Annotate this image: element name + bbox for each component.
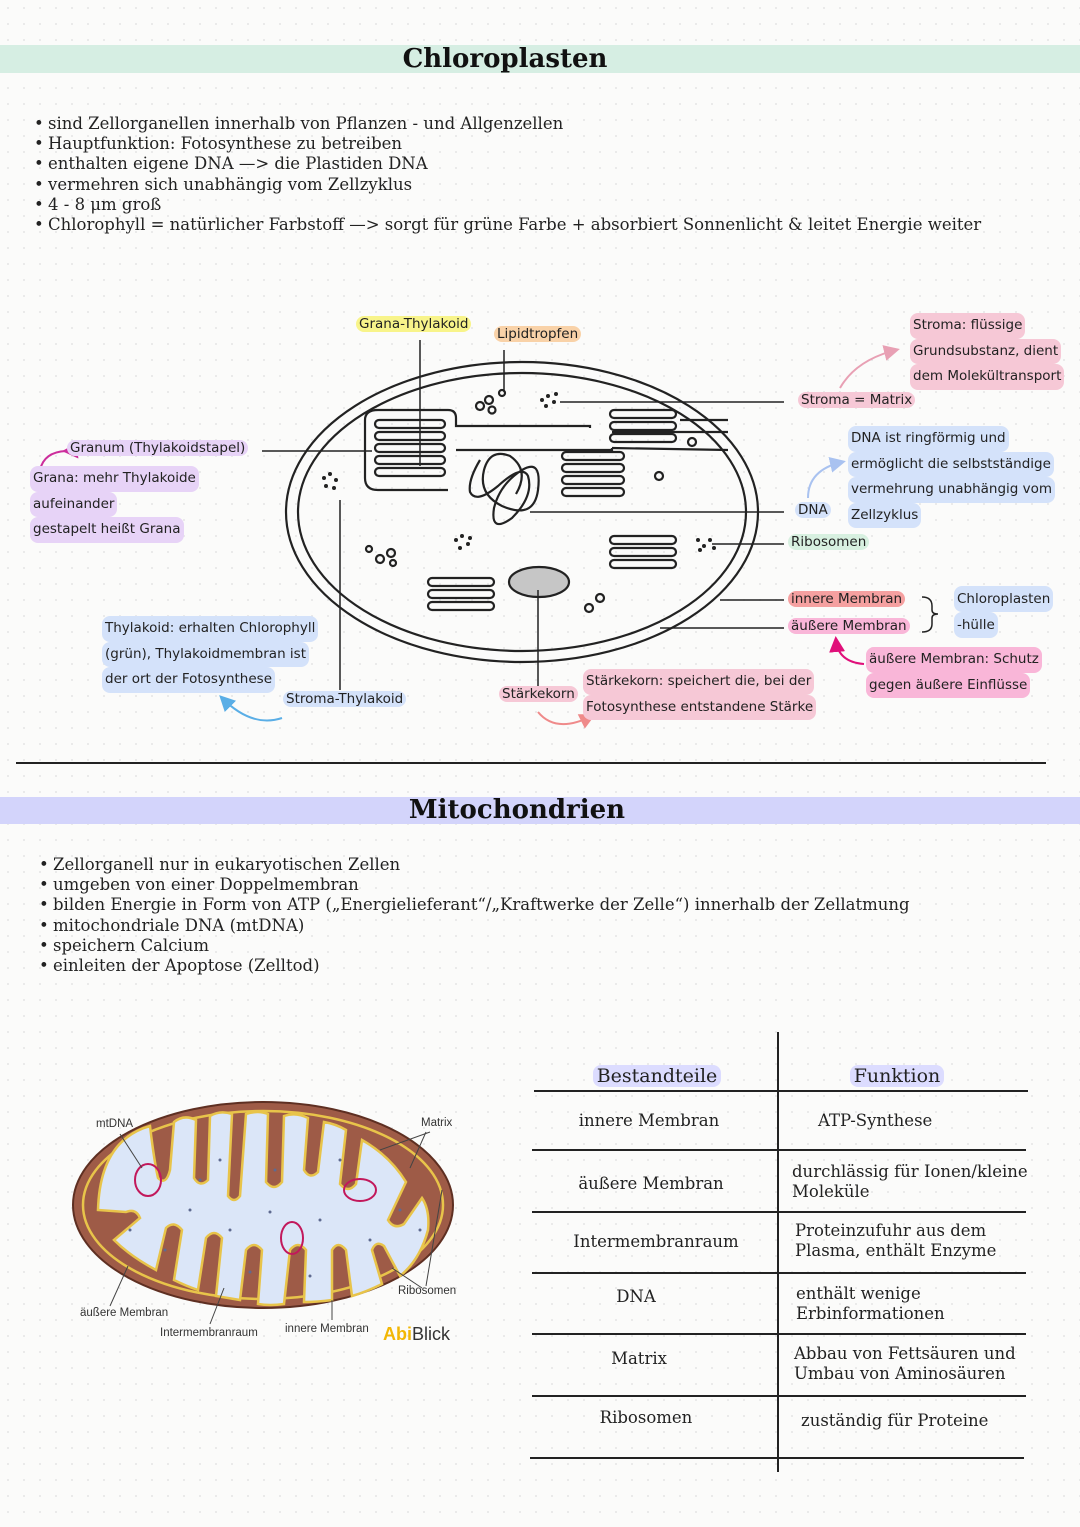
- label-lipidtropfen: Lipidtropfen: [494, 326, 582, 342]
- table-cell: Matrix: [611, 1349, 667, 1368]
- label-innere-membran-mito: innere Membran: [285, 1323, 369, 1335]
- label-aeussere-membran-mito: äußere Membran: [80, 1307, 169, 1319]
- granum-stack-1: [373, 418, 447, 478]
- label-grana-thylakoid: Grana-Thylakoid: [356, 316, 472, 332]
- granum-stack-2: [608, 408, 678, 444]
- label-stroma-matrix: Stroma = Matrix: [798, 392, 916, 408]
- table-cell: Abbau von Fettsäuren und Umbau von Amino…: [794, 1344, 1016, 1383]
- label-ribosomen: Ribosomen: [788, 534, 870, 550]
- list-item: mitochondriale DNA (mtDNA): [39, 916, 910, 936]
- table-rule: [534, 1090, 1028, 1092]
- granum-stack-3: [560, 450, 626, 498]
- chloro-title-band: [0, 45, 1080, 73]
- arrow-icon: [829, 636, 865, 665]
- mito-title: Mitochondrien: [408, 795, 626, 825]
- table-rule: [532, 1211, 1026, 1213]
- note-granum: Grana: mehr Thylakoide aufeinander gesta…: [30, 466, 199, 543]
- list-item: einleiten der Apoptose (Zelltod): [39, 956, 910, 976]
- granum-stack-5: [426, 576, 496, 612]
- table-rule: [532, 1333, 1026, 1335]
- arrow-icon: [839, 345, 900, 389]
- label-staerkekorn: Stärkekorn: [499, 686, 578, 702]
- staerkekorn-shape: [507, 565, 571, 599]
- note-dna: DNA ist ringförmig und ermöglicht die se…: [848, 426, 1056, 528]
- label-granum: Granum (Thylakoidstapel): [67, 440, 249, 456]
- label-huelle: Chloroplasten -hülle: [954, 586, 1054, 638]
- mitochondrion-diagram: [72, 1101, 454, 1325]
- list-item: speichern Calcium: [39, 936, 910, 956]
- table-cell: Ribosomen: [599, 1408, 693, 1427]
- label-intermembranraum: Intermembranraum: [160, 1327, 258, 1339]
- table-cell: äußere Membran: [578, 1174, 724, 1193]
- table-cell: innere Membran: [578, 1111, 720, 1130]
- table-cell: durchlässig für Ionen/kleine Moleküle: [792, 1162, 1028, 1201]
- table-rule: [530, 1457, 1024, 1459]
- mito-title-band: [0, 797, 1080, 824]
- list-item: Zellorganell nur in eukaryotischen Zelle…: [39, 855, 910, 875]
- chloro-bullet-list: sind Zellorganellen innerhalb von Pflanz…: [32, 114, 981, 235]
- table-rule: [532, 1395, 1026, 1397]
- list-item: 4 - 8 μm groß: [34, 195, 981, 215]
- label-aeussere-membran: äußere Membran: [788, 618, 910, 634]
- mito-bullet-list: Zellorganell nur in eukaryotischen Zelle…: [37, 855, 910, 976]
- chloroplast-diagram: [39, 340, 939, 729]
- table-cell: enthält wenige Erbinformationen: [796, 1284, 945, 1323]
- table-cell: zuständig für Proteine: [801, 1411, 989, 1430]
- table-cell: DNA: [616, 1287, 656, 1306]
- label-matrix: Matrix: [421, 1117, 453, 1129]
- label-innere-membran: innere Membran: [788, 591, 906, 607]
- table-rule: [532, 1272, 1026, 1274]
- table-cell: Intermembranraum: [573, 1232, 739, 1251]
- note-stroma: Stroma: flüssige Grundsubstanz, dient de…: [910, 313, 1065, 390]
- table-header: Funktion: [778, 1065, 1016, 1087]
- table-rule: [532, 1149, 1026, 1151]
- list-item: bilden Energie in Form von ATP („Energie…: [39, 895, 910, 915]
- note-thylakoid: Thylakoid: erhalten Chlorophyll (grün), …: [102, 616, 319, 693]
- table-cell: Proteinzufuhr aus dem Plasma, enthält En…: [795, 1221, 997, 1260]
- granum-stack-4: [608, 534, 678, 570]
- list-item: umgeben von einer Doppelmembran: [39, 875, 910, 895]
- section-divider: [16, 762, 1046, 764]
- arrow-icon: [219, 695, 283, 722]
- table-divider: [777, 1032, 779, 1472]
- table-header: Bestandteile: [536, 1065, 778, 1087]
- list-item: Hauptfunktion: Fotosynthese zu betreiben: [34, 134, 981, 154]
- table-cell: ATP-Synthese: [818, 1111, 933, 1130]
- arrow-icon: [807, 456, 846, 499]
- list-item: sind Zellorganellen innerhalb von Pflanz…: [34, 114, 981, 134]
- label-stroma-thylakoid: Stroma-Thylakoid: [283, 691, 407, 707]
- list-item: vermehren sich unabhängig vom Zellzyklus: [34, 175, 981, 195]
- abiblick-logo: AbiBlick: [383, 1324, 451, 1344]
- label-dna: DNA: [795, 502, 831, 518]
- chloro-title: Chloroplasten: [402, 44, 608, 74]
- ribosomen-dots: [322, 392, 716, 552]
- dna-loop-shape: [468, 452, 540, 526]
- list-item: enthalten eigene DNA —> die Plastiden DN…: [34, 154, 981, 174]
- label-mtdna: mtDNA: [96, 1118, 134, 1130]
- label-ribosomen-mito: Ribosomen: [398, 1285, 457, 1297]
- list-item: Chlorophyll = natürlicher Farbstoff —> s…: [34, 215, 981, 235]
- note-aeussere-membran: äußere Membran: Schutz gegen äußere Einf…: [866, 647, 1042, 698]
- note-staerkekorn: Stärkekorn: speichert die, bei der Fotos…: [583, 669, 817, 720]
